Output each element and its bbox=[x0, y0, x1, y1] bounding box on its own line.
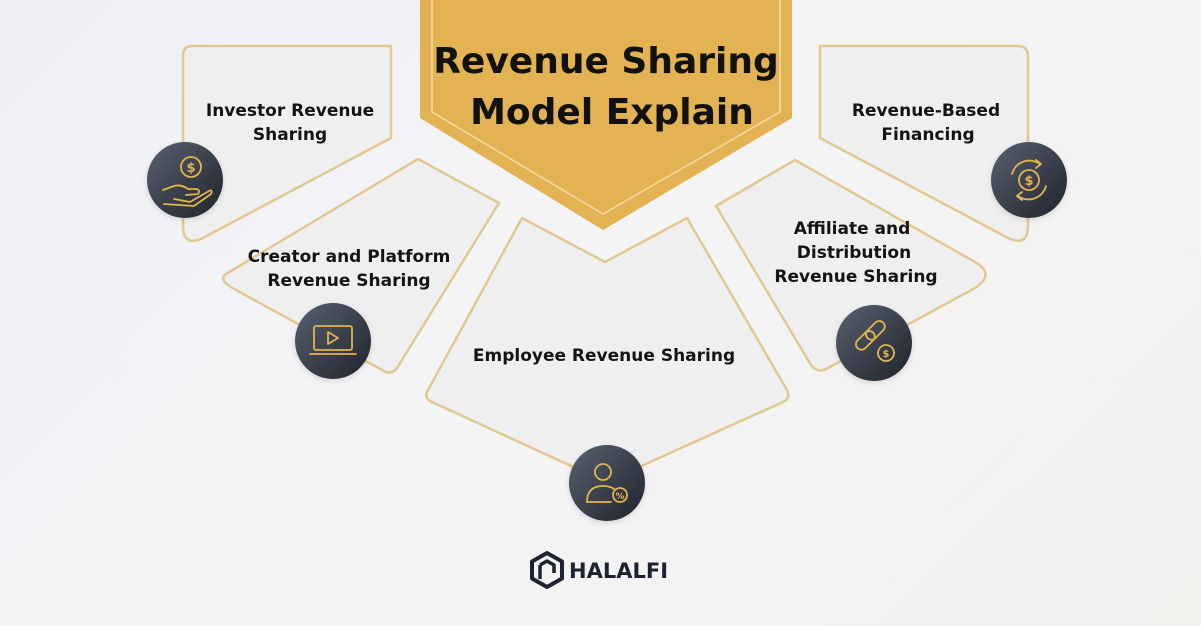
title-line-1: Revenue Sharing bbox=[433, 41, 779, 82]
hand-coin-icon: $ bbox=[147, 142, 223, 218]
svg-text:%: % bbox=[615, 492, 624, 502]
halalfi-logo-text: HALALFI bbox=[569, 559, 668, 583]
card-affiliate-distribution-revenue-sharing: Affiliate and Distribution Revenue Shari… bbox=[714, 158, 987, 381]
card-investor-shape bbox=[181, 44, 393, 243]
title-banner: Revenue Sharing Model Explain bbox=[420, 0, 792, 230]
card-investor-label-2: Sharing bbox=[253, 125, 327, 145]
card-revenue-based-financing: Revenue-Based Financing $ bbox=[818, 44, 1067, 243]
coin-cycle-icon: $ bbox=[991, 142, 1067, 218]
card-financing-label-2: Financing bbox=[881, 125, 974, 145]
halalfi-logo: HALALFI bbox=[530, 551, 668, 589]
card-financing-label-1: Revenue-Based bbox=[852, 101, 1000, 121]
card-employee-revenue-sharing: Employee Revenue Sharing % bbox=[424, 216, 790, 521]
card-affiliate-shape bbox=[714, 158, 987, 372]
card-affiliate-label-2: Distribution bbox=[797, 243, 911, 263]
title-banner-inner-line bbox=[431, 0, 781, 215]
person-percent-icon: % bbox=[569, 445, 645, 521]
card-creator-label-2: Revenue Sharing bbox=[267, 271, 430, 291]
halalfi-logo-mark bbox=[530, 551, 564, 589]
svg-text:$: $ bbox=[186, 161, 195, 176]
card-creator-label-1: Creator and Platform bbox=[248, 247, 451, 267]
card-affiliate-label-1: Affiliate and bbox=[794, 219, 911, 239]
card-employee-label: Employee Revenue Sharing bbox=[473, 346, 735, 366]
title-banner-shape bbox=[420, 0, 792, 230]
card-employee-shape bbox=[424, 216, 790, 484]
svg-text:$: $ bbox=[1024, 174, 1033, 189]
svg-text:$: $ bbox=[883, 349, 890, 360]
card-investor-label-1: Investor Revenue bbox=[206, 101, 374, 121]
video-play-icon bbox=[295, 303, 371, 379]
card-affiliate-label-3: Revenue Sharing bbox=[774, 267, 937, 287]
card-creator-platform-revenue-sharing: Creator and Platform Revenue Sharing bbox=[221, 157, 501, 379]
card-creator-shape bbox=[221, 157, 501, 374]
card-investor-revenue-sharing: Investor Revenue Sharing $ bbox=[147, 44, 393, 243]
title-line-2: Model Explain bbox=[470, 92, 754, 133]
card-financing-shape bbox=[818, 44, 1030, 243]
link-coin-icon: $ bbox=[836, 305, 912, 381]
